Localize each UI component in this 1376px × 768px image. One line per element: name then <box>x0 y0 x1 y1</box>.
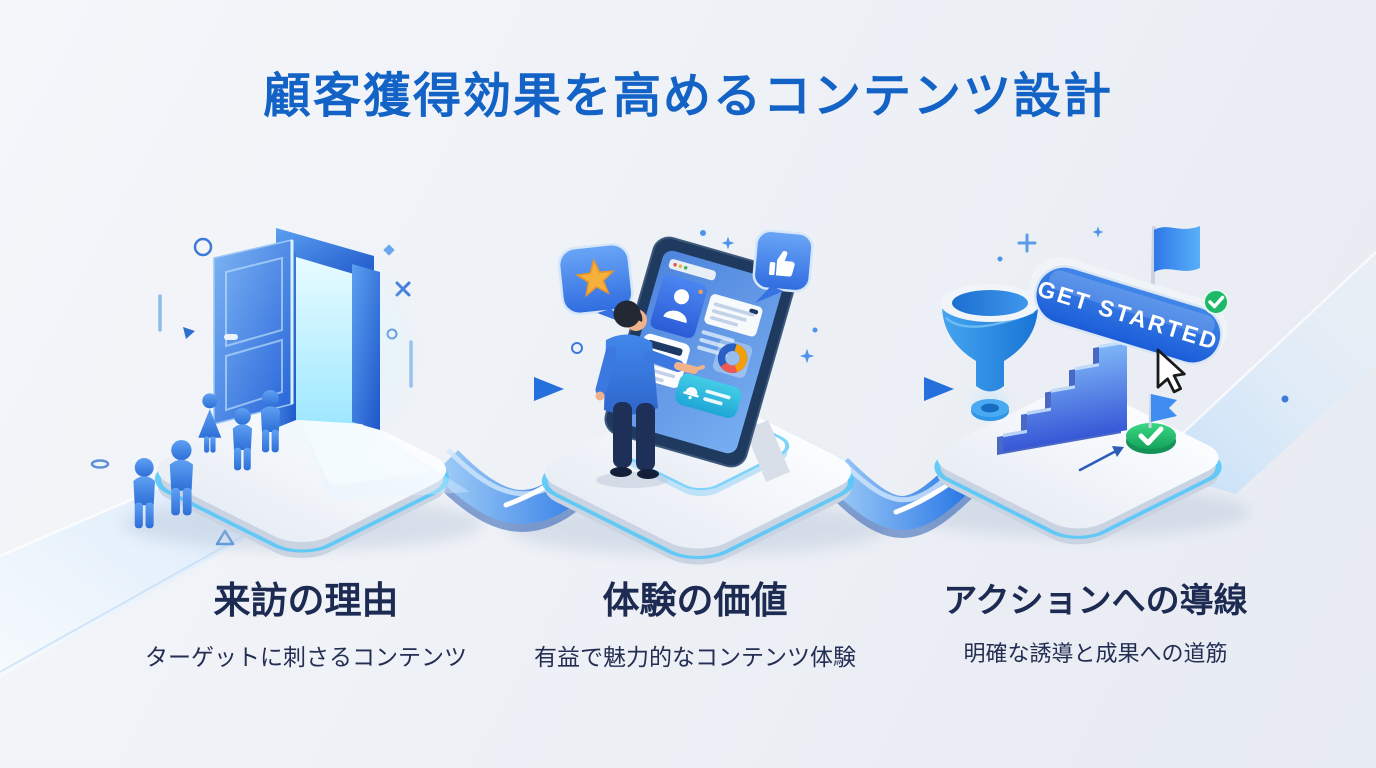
stage-2-title: 体験の価値 <box>602 580 788 621</box>
stage-1-subtitle: ターゲットに刺さるコンテンツ <box>145 644 467 670</box>
flow-arrow-icon <box>462 377 564 401</box>
cursor-icon <box>1156 348 1186 394</box>
content-card <box>704 294 763 337</box>
pie-chart-icon <box>712 338 753 378</box>
stage-3-title: アクションへの導線 <box>943 582 1248 620</box>
flag-icon <box>1151 394 1177 422</box>
door-handle <box>224 334 238 340</box>
stage-1-title: 来訪の理由 <box>213 580 399 621</box>
tablet-stand <box>745 420 790 482</box>
door-panel <box>213 239 294 425</box>
door-icon <box>213 228 470 500</box>
check-icon <box>1203 289 1229 315</box>
bell-icon <box>683 387 699 400</box>
browser-bar <box>668 259 717 281</box>
thumbs-up-bubble-icon <box>752 229 814 303</box>
star-bubble-icon <box>557 242 634 325</box>
check-icon <box>1138 426 1164 446</box>
stage-3-label: アクションへの導線 明確な誘導と成果への道筋 <box>898 573 1293 668</box>
stage-2-subtitle: 有益で魅力的なコンテンツ体験 <box>534 644 856 670</box>
person-figure <box>595 300 705 488</box>
goal-check <box>1126 393 1177 454</box>
stage-3-subtitle: 明確な誘導と成果への道筋 <box>963 641 1228 666</box>
flow-arrow-icon <box>852 377 954 401</box>
profile-card <box>650 274 707 338</box>
exit-beam-band <box>1145 251 1376 494</box>
flag-pole <box>1148 393 1153 429</box>
stage-2-label: 体験の価値 有益で魅力的なコンテンツ体験 <box>500 570 890 672</box>
cta-card <box>675 373 742 419</box>
progress-arrow-icon <box>1078 446 1124 472</box>
page-title: 顧客獲得効果を高めるコンテンツ設計 <box>262 70 1113 123</box>
funnel-icon <box>940 284 1040 421</box>
get-started-button: GET STARTED <box>1029 256 1228 365</box>
stairs-icon <box>997 340 1127 455</box>
stage-1-label: 来訪の理由 ターゲットに刺さるコンテンツ <box>106 570 506 672</box>
